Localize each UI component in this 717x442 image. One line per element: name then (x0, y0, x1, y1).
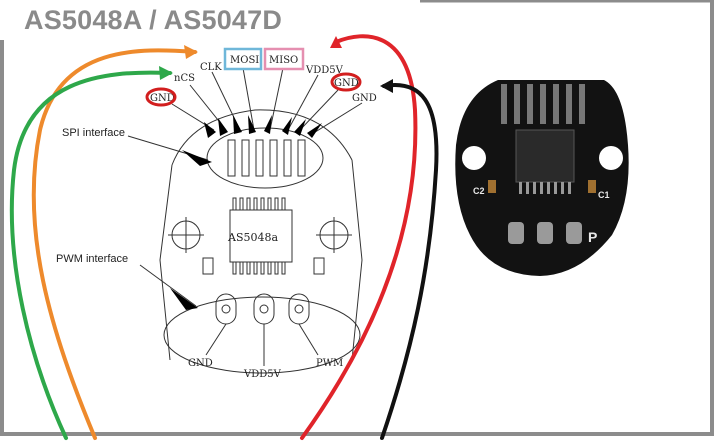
pin-label-gnd-mid: GND (334, 78, 359, 89)
spi-arrowheads (170, 115, 322, 310)
pin-label-gnd-right: GND (352, 93, 377, 104)
pcb-chip (515, 129, 575, 183)
leader-gnd-mid (299, 89, 339, 131)
board-top-arc (171, 109, 353, 166)
diagram-title: AS5048A / AS5047D (24, 5, 283, 35)
module-photo: C2 C1 P (455, 80, 629, 276)
arrow-mosi (248, 115, 256, 134)
leader-miso (269, 67, 284, 131)
pwm-leader-pwm (298, 323, 319, 356)
spi-interface-label: SPI interface (62, 127, 125, 139)
wire-green-arrow (159, 66, 173, 80)
wire-black-arrow (380, 79, 393, 93)
leader-mosi (242, 67, 255, 131)
pin-label-gnd-left: GND (150, 93, 175, 104)
pcb-top-pins (501, 84, 585, 124)
leader-vdd5v (287, 74, 319, 131)
board-outline (127, 67, 363, 374)
pwm-pin-label-gnd: GND (188, 358, 213, 369)
cap-right (313, 257, 325, 275)
gnd-mid-circle (330, 72, 362, 92)
wire-orange (31, 48, 197, 440)
spi-pin-3 (255, 139, 264, 177)
spi-ellipse (206, 127, 324, 189)
mosi-highlight-box (223, 47, 263, 71)
pwm-pin-label-pwm: PWM (316, 358, 343, 369)
wire-black (380, 83, 439, 440)
arrow-ncs (218, 118, 228, 136)
pwm-leader-gnd (205, 323, 227, 356)
spi-pin-5 (283, 139, 292, 177)
cap-left (202, 257, 214, 275)
pcb-chip-leads (519, 182, 571, 194)
spi-pin-4 (269, 139, 278, 177)
arrow-gnd-mid (294, 119, 306, 136)
pwm-ellipse (163, 296, 361, 374)
wire-orange-arrow (184, 45, 198, 59)
arrow-spi-interface (182, 150, 212, 166)
pwm-interface-leader (139, 264, 197, 307)
pcb-hole-left (462, 146, 486, 170)
arrow-gnd-right (307, 123, 322, 138)
board-right-edge (351, 159, 363, 361)
leader-gnd-right (311, 102, 363, 135)
spi-pin-2 (241, 139, 250, 177)
pwm-pad-vdd (253, 293, 275, 325)
arrow-clk (233, 115, 242, 134)
arrow-vdd5v (282, 117, 292, 135)
chip-bottom-leads (232, 261, 286, 275)
arrow-pwm-interface (170, 288, 198, 310)
pwm-interface-label: PWM interface (56, 253, 128, 265)
pwm-hole-pwm (294, 304, 304, 314)
photo-label-c2: C2 (473, 186, 485, 196)
pcb-bottom-pins (508, 222, 582, 244)
pin-label-vdd5v: VDD5V (305, 65, 344, 76)
chip-top-leads (232, 197, 286, 211)
miso-highlight-box (263, 47, 305, 71)
arrow-miso (264, 115, 272, 134)
chip-label: AS5048a (227, 231, 278, 244)
arrow-gnd-left (204, 122, 216, 138)
spi-pin-6 (297, 139, 306, 177)
pin-label-ncs: nCS (174, 73, 195, 84)
pin-label-mosi: MOSI (230, 55, 259, 66)
gnd-left-circle (145, 87, 177, 107)
pcb-hole-right (599, 146, 623, 170)
wire-green (9, 70, 172, 440)
board-left-edge (159, 164, 173, 361)
wire-red-arrow (330, 36, 342, 48)
pin-label-miso: MISO (269, 55, 298, 66)
spi-pin-1 (227, 139, 236, 177)
pcb-cap-c1 (588, 180, 596, 193)
photo-label-p: P (588, 229, 597, 245)
pcb-cap-c2 (488, 180, 496, 193)
pwm-pin-label-vdd5v: VDD5V (243, 369, 282, 380)
wire-red (300, 34, 418, 440)
pin-label-clk: CLK (200, 62, 222, 73)
pwm-hole-gnd (221, 304, 231, 314)
photo-label-c1: C1 (598, 190, 610, 200)
pwm-hole-vdd (259, 304, 269, 314)
